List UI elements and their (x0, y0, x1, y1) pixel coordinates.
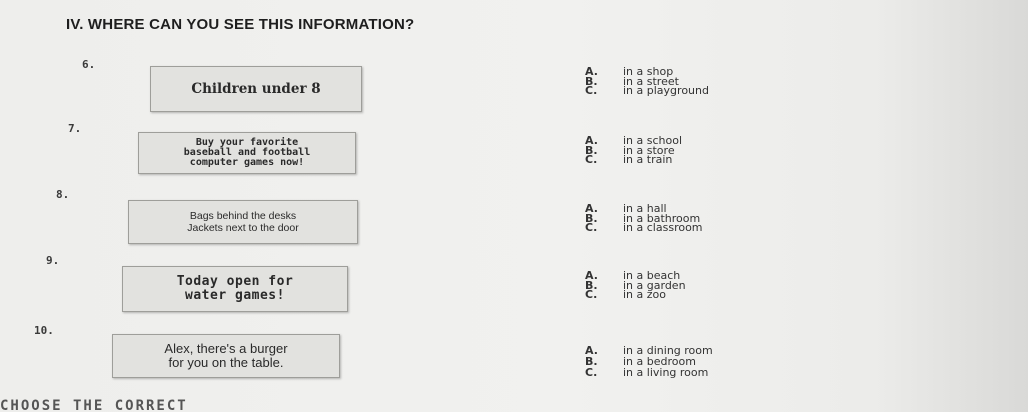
sign-line: baseball and football (183, 147, 311, 158)
sign-line: Today open for (176, 274, 294, 289)
notice-sign: Today open for water games! (122, 266, 348, 312)
question-number: 7. (68, 122, 82, 135)
answer-options: A.in a school B.in a store C.in a train (585, 134, 683, 166)
option-b[interactable]: B.in a bedroom (585, 355, 696, 368)
next-section-heading: CHOOSE THE CORRECT (0, 398, 188, 412)
notice-sign: Buy your favorite baseball and football … (138, 132, 356, 174)
option-b[interactable]: B.in a garden (585, 278, 686, 292)
option-c[interactable]: C.in a living room (585, 366, 709, 379)
option-b[interactable]: B.in a street (585, 74, 679, 88)
answer-options: A.in a shop B.in a street C.in a playgro… (585, 65, 709, 97)
sign-line: Alex, there's a burger (164, 341, 288, 356)
sign-line: Buy your favorite (195, 137, 299, 148)
option-c[interactable]: C.in a classroom (585, 221, 703, 234)
sign-line: Children under 8 (191, 81, 321, 97)
option-c[interactable]: C.in a playground (585, 84, 709, 97)
sign-line: for you on the table. (168, 355, 284, 370)
question-number: 10. (34, 324, 54, 337)
answer-options: A.in a hall B.in a bathroom C.in a class… (585, 202, 703, 234)
option-a[interactable]: A.in a beach (585, 269, 681, 282)
option-a[interactable]: A.in a dining room (585, 344, 713, 357)
option-b[interactable]: B.in a bathroom (585, 211, 701, 225)
question-number: 9. (46, 254, 60, 267)
notice-sign: Alex, there's a burger for you on the ta… (112, 334, 340, 378)
sign-line: computer games now! (189, 157, 305, 168)
option-a[interactable]: A.in a hall (585, 202, 667, 215)
answer-options: A.in a dining room B.in a bedroom C.in a… (585, 345, 713, 378)
option-b[interactable]: B.in a store (585, 143, 675, 157)
section-heading: IV. WHERE CAN YOU SEE THIS INFORMATION? (66, 16, 415, 33)
option-c[interactable]: C.in a zoo (585, 288, 666, 301)
notice-sign: Bags behind the desks Jackets next to th… (128, 200, 358, 244)
option-a[interactable]: A.in a shop (585, 65, 674, 78)
option-a[interactable]: A.in a school (585, 134, 683, 147)
sign-line: Bags behind the desks (189, 210, 297, 222)
answer-options: A.in a beach B.in a garden C.in a zoo (585, 269, 686, 301)
question-number: 8. (56, 188, 70, 201)
sign-line: Jackets next to the door (187, 222, 299, 234)
notice-sign: Children under 8 (150, 66, 362, 112)
question-number: 6. (82, 58, 96, 71)
sign-line: water games! (185, 288, 285, 303)
option-c[interactable]: C.in a train (585, 153, 673, 166)
